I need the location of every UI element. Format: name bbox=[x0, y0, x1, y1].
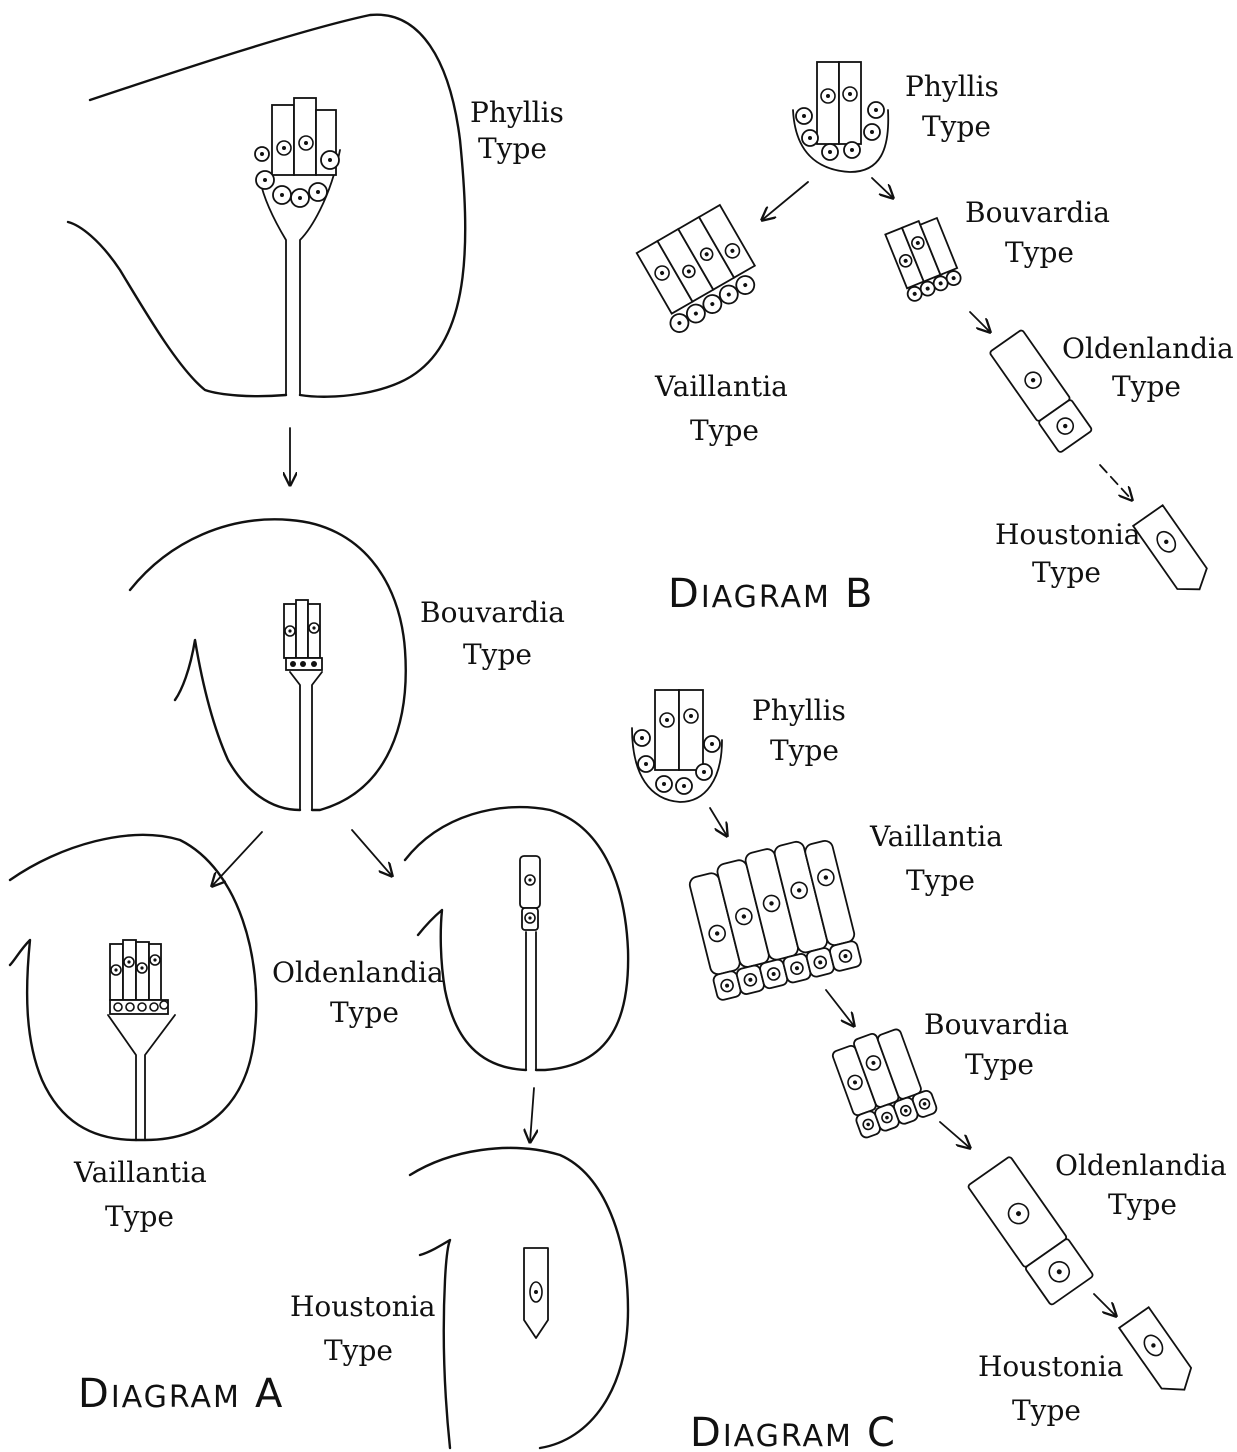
diagram-a-vaillantia-ovule bbox=[10, 835, 256, 1140]
b-oldenlandia-label-2: Type bbox=[1112, 370, 1181, 403]
c-arrow-2 bbox=[826, 990, 854, 1026]
a-arrow-4 bbox=[530, 1088, 534, 1142]
c-oldenlandia-label-2: Type bbox=[1108, 1188, 1177, 1221]
a-oldenlandia-label-2: Type bbox=[330, 996, 399, 1029]
a-vaillantia-label-2: Type bbox=[105, 1200, 174, 1233]
c-arrow-4 bbox=[1094, 1294, 1116, 1316]
c-vaillantia-label-2: Type bbox=[906, 864, 975, 897]
c-arrow-1 bbox=[710, 808, 727, 836]
b-vaillantia-label-2: Type bbox=[690, 414, 759, 447]
b-bouvardia-cells bbox=[883, 214, 962, 303]
c-arrow-3 bbox=[940, 1122, 970, 1148]
c-houstonia-cells bbox=[1119, 1307, 1199, 1400]
b-phyllis-label-2: Type bbox=[922, 110, 991, 143]
a-bouvardia-label-1: Bouvardia bbox=[420, 596, 565, 629]
b-arrow-1 bbox=[762, 182, 808, 220]
diagram-a-houstonia-ovule bbox=[410, 1148, 628, 1448]
b-houstonia-label-2: Type bbox=[1032, 556, 1101, 589]
a-houstonia-label-2: Type bbox=[324, 1334, 393, 1367]
a-arrow-3 bbox=[352, 830, 392, 876]
a-phyllis-label-1: Phyllis bbox=[470, 96, 564, 129]
diagram-b: Phyllis Type Vaillantia Type bbox=[631, 62, 1234, 617]
b-bouvardia-label-1: Bouvardia bbox=[965, 196, 1110, 229]
diagram-a-bouvardia-ovule bbox=[130, 519, 406, 810]
b-oldenlandia-label-1: Oldenlandia bbox=[1062, 332, 1234, 365]
a-oldenlandia-label-1: Oldenlandia bbox=[272, 956, 444, 989]
diagram-c: Phyllis Type Vaillant bbox=[632, 690, 1227, 1452]
c-phyllis-label-1: Phyllis bbox=[752, 694, 846, 727]
b-arrow-3 bbox=[970, 312, 990, 332]
b-arrow-2 bbox=[872, 178, 893, 198]
c-vaillantia-label-1: Vaillantia bbox=[869, 820, 1003, 853]
c-phyllis-cells bbox=[632, 690, 722, 802]
b-vaillantia-cells bbox=[631, 205, 766, 335]
b-phyllis-cells bbox=[793, 62, 888, 172]
b-phyllis-label-1: Phyllis bbox=[905, 70, 999, 103]
c-houstonia-label-2: Type bbox=[1012, 1394, 1081, 1427]
c-phyllis-label-2: Type bbox=[770, 734, 839, 767]
b-houstonia-cells bbox=[1133, 505, 1214, 599]
c-oldenlandia-label-1: Oldenlandia bbox=[1055, 1149, 1227, 1182]
diagram-a: Phyllis Type Bouvardia Type bbox=[10, 15, 628, 1448]
c-bouvardia-label-2: Type bbox=[965, 1048, 1034, 1081]
c-bouvardia-cells bbox=[830, 1022, 938, 1140]
b-vaillantia-label-1: Vaillantia bbox=[654, 370, 788, 403]
a-bouvardia-label-2: Type bbox=[463, 638, 532, 671]
a-arrow-2 bbox=[212, 832, 262, 886]
c-bouvardia-label-1: Bouvardia bbox=[924, 1008, 1069, 1041]
b-arrow-4 bbox=[1100, 465, 1132, 500]
a-vaillantia-label-1: Vaillantia bbox=[73, 1156, 207, 1189]
c-vaillantia-cells bbox=[686, 833, 863, 1001]
a-phyllis-label-2: Type bbox=[478, 132, 547, 165]
b-bouvardia-label-2: Type bbox=[1005, 236, 1074, 269]
a-houstonia-label-1: Houstonia bbox=[290, 1290, 435, 1323]
b-houstonia-label-1: Houstonia bbox=[995, 518, 1140, 551]
c-houstonia-label-1: Houstonia bbox=[978, 1350, 1123, 1383]
diagram-a-oldenlandia-ovule bbox=[405, 807, 628, 1070]
diagram-a-phyllis-ovule bbox=[68, 15, 465, 397]
